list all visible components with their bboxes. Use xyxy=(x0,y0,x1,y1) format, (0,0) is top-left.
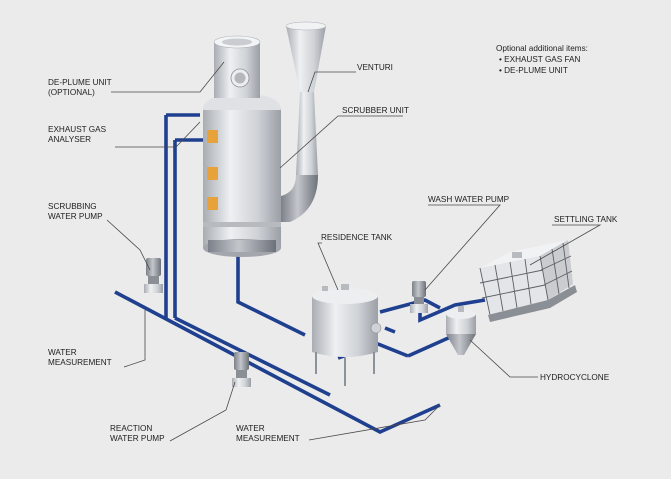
optional-items-note: Optional additional items: • EXHAUST GAS… xyxy=(496,44,588,75)
label-reaction-water-pump-2: WATER PUMP xyxy=(110,434,165,443)
label-scrubbing-water-pump: SCRUBBING xyxy=(48,202,97,211)
optional-item: • DE-PLUME UNIT xyxy=(499,66,568,75)
optional-item: • EXHAUST GAS FAN xyxy=(499,55,581,64)
reaction-water-pump xyxy=(232,352,251,387)
label-wash-water-pump: WASH WATER PUMP xyxy=(428,195,510,204)
de-plume-unit xyxy=(213,35,261,98)
label-reaction-water-pump: REACTION xyxy=(110,424,152,433)
label-settling-tank: SETTLING TANK xyxy=(554,215,618,224)
label-venturi: VENTURI xyxy=(357,63,393,72)
label-de-plume-unit: DE-PLUME UNIT xyxy=(48,78,112,87)
label-water-measurement-bottom: WATER xyxy=(236,424,265,433)
label-scrubbing-water-pump-2: WATER PUMP xyxy=(48,212,103,221)
label-water-measurement-left-2: MEASUREMENT xyxy=(48,358,112,367)
label-exhaust-gas-analyser-2: ANALYSER xyxy=(48,135,91,144)
optional-items-heading: Optional additional items: xyxy=(496,44,588,53)
wash-water-pump xyxy=(410,281,428,313)
settling-tank xyxy=(479,240,577,322)
scrubbing-water-pump xyxy=(144,258,163,293)
venturi xyxy=(281,21,327,222)
label-hydrocyclone: HYDROCYCLONE xyxy=(540,373,610,382)
leader-lines xyxy=(106,61,602,442)
scrubber-unit xyxy=(203,94,281,257)
label-scrubber-unit: SCRUBBER UNIT xyxy=(342,106,409,115)
label-residence-tank: RESIDENCE TANK xyxy=(321,233,393,242)
hydrocyclone xyxy=(446,306,476,355)
label-water-measurement-bottom-2: MEASUREMENT xyxy=(236,434,300,443)
label-water-measurement-left: WATER xyxy=(48,348,77,357)
residence-tank xyxy=(312,284,382,386)
label-de-plume-unit-optional: (OPTIONAL) xyxy=(48,88,95,97)
label-exhaust-gas-analyser: EXHAUST GAS xyxy=(48,125,107,134)
